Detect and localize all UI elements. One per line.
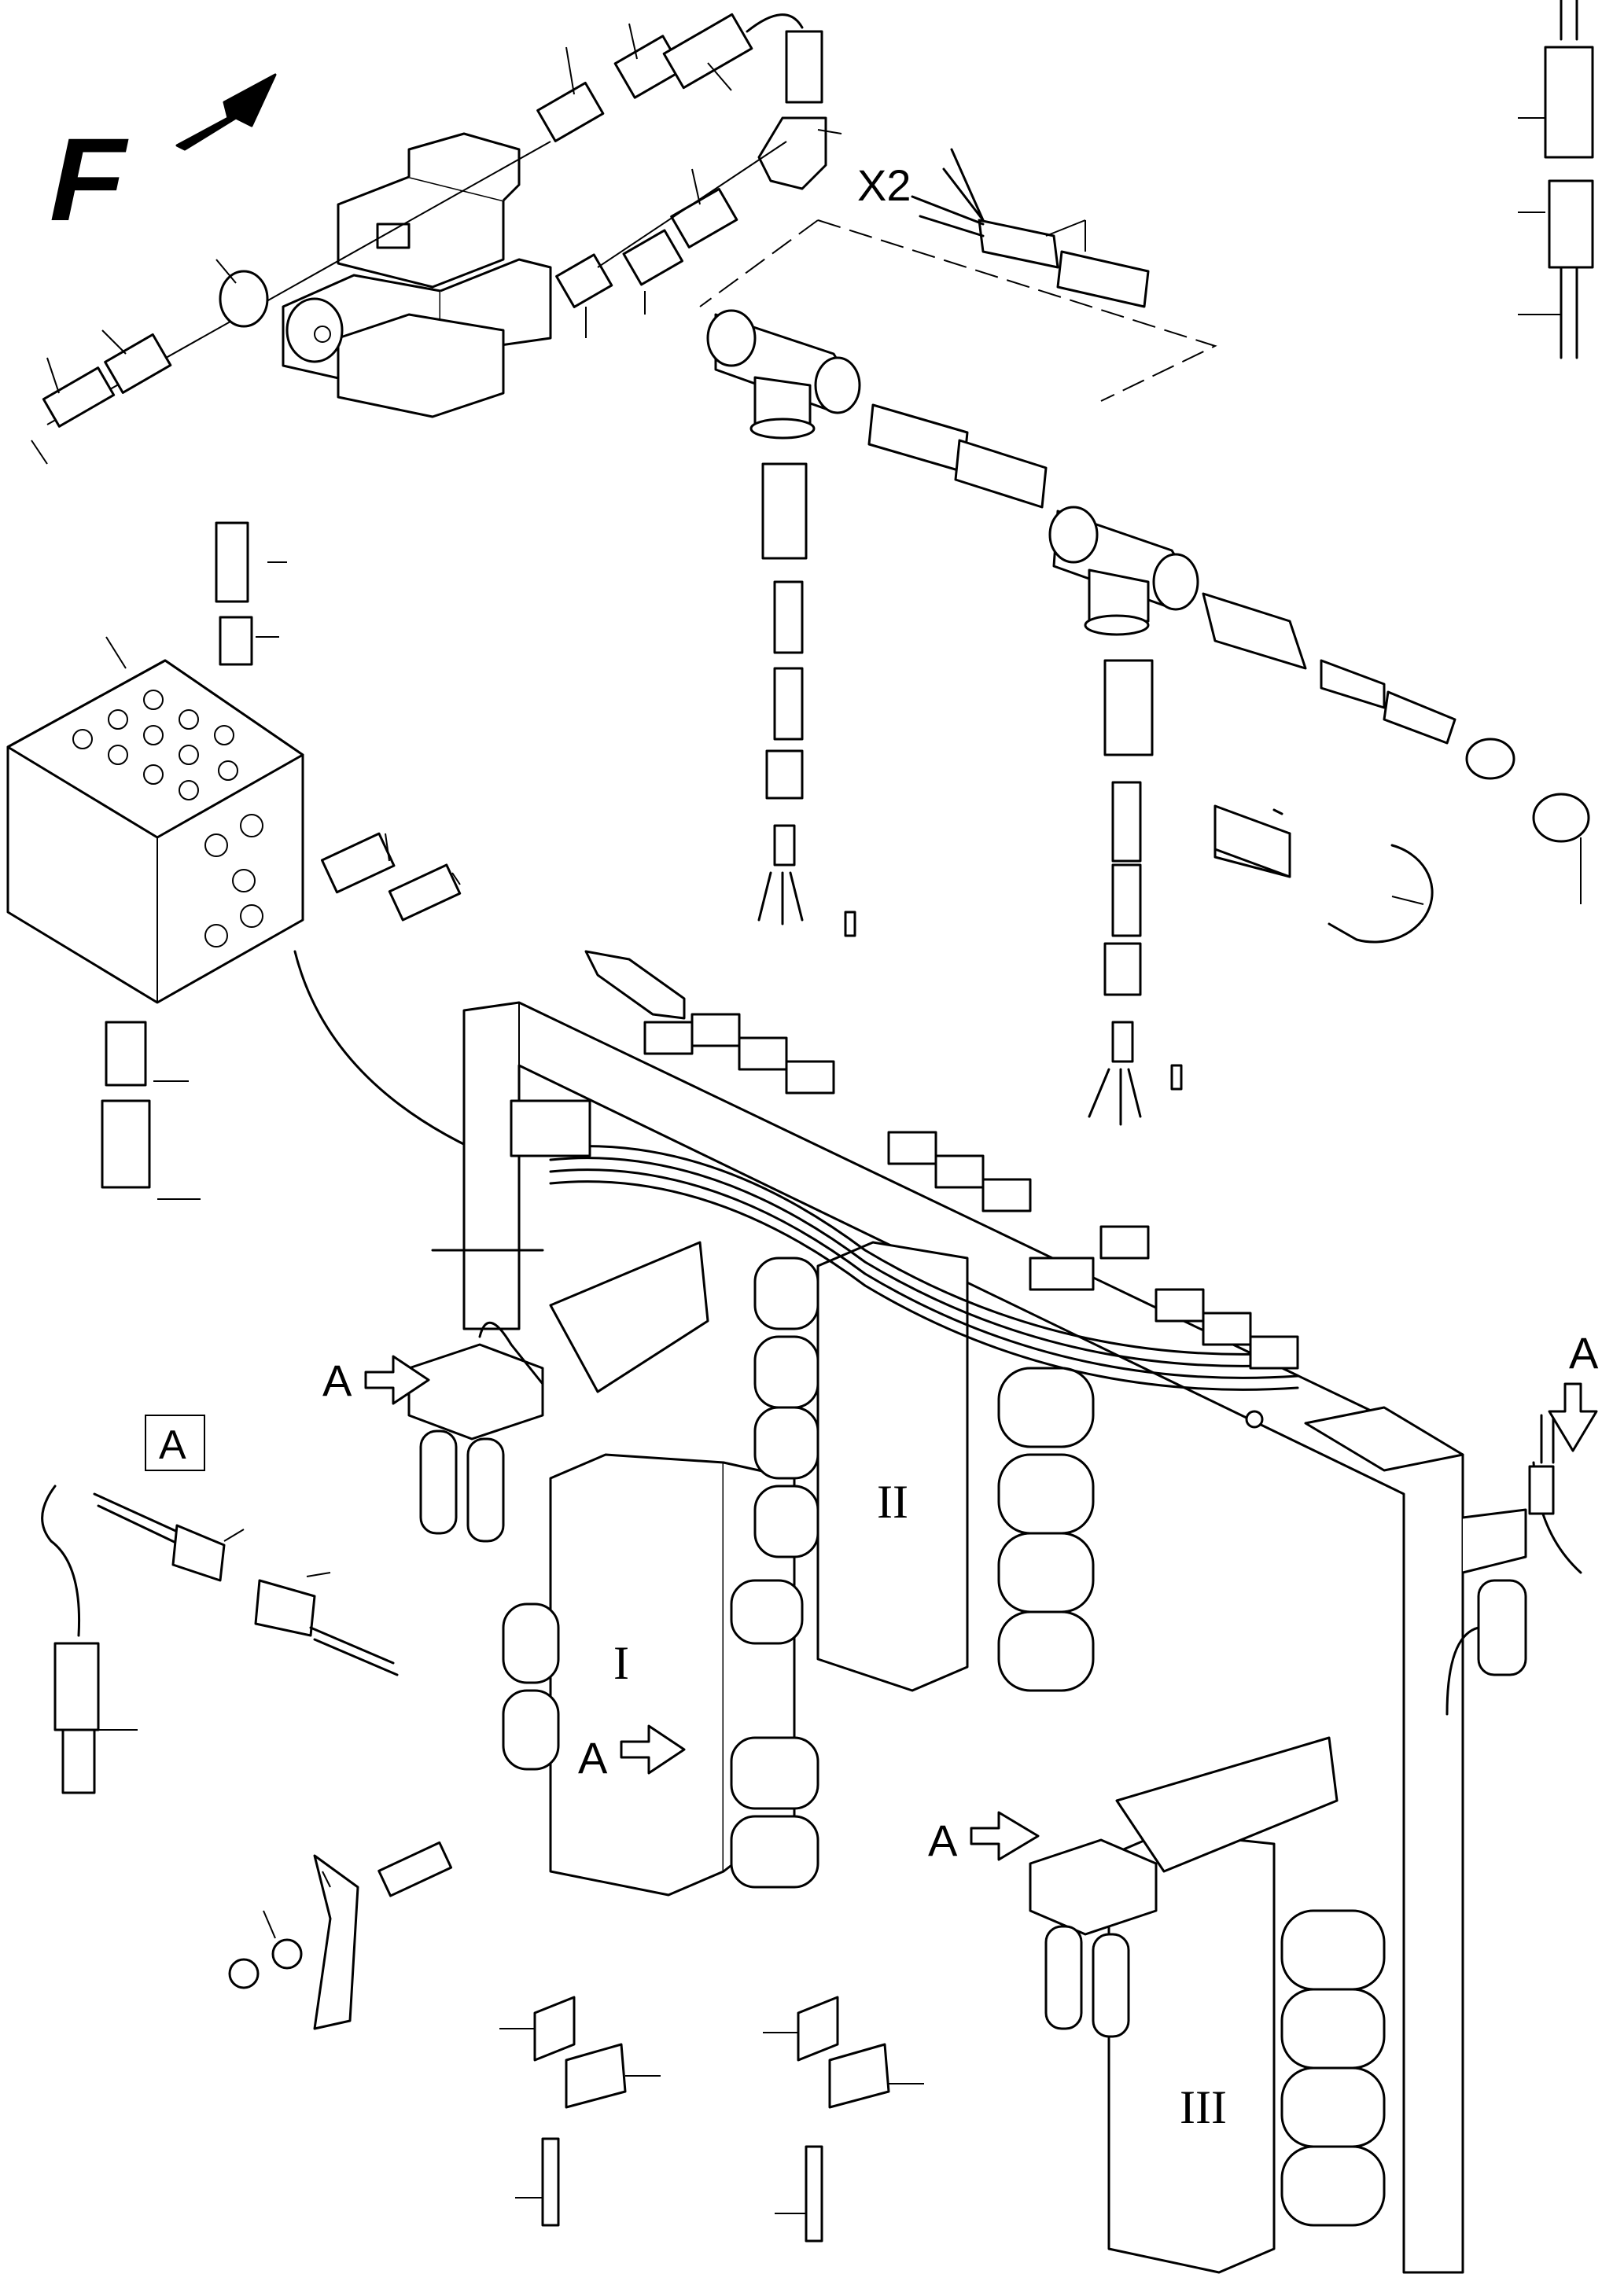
valve-block-2: II [753, 1241, 1095, 1692]
pointer-arrow-icon [364, 1355, 430, 1405]
distribution-block [6, 521, 509, 1200]
valve-block-1-label: I [613, 1637, 629, 1689]
valve-block-3-label: III [1180, 2081, 1227, 2133]
detail-a-box-label: A [159, 1422, 186, 1468]
leader-lines-top [31, 23, 842, 465]
valve-block-1: I [407, 1241, 819, 1897]
svg-text:A: A [928, 1816, 958, 1865]
wire-harness [510, 950, 1299, 1429]
pipe-clamp-left [499, 1996, 661, 2227]
direction-indicator: F [39, 73, 277, 246]
valve-block-2-label: II [877, 1476, 908, 1528]
solenoid-valve-assembly [46, 132, 552, 425]
forward-arrow-icon [175, 73, 277, 151]
pointer-arrow-icon [620, 1724, 686, 1775]
a-ref-right: A [1548, 1328, 1599, 1452]
detail-a-box [145, 1415, 205, 1471]
x2-cable-group: X2 [699, 148, 1217, 402]
svg-text:A: A [1569, 1328, 1599, 1378]
detail-a-inset: A [41, 1415, 399, 1794]
pointer-arrow-icon [1548, 1382, 1598, 1452]
tee-hose-assembly-left [706, 309, 1048, 937]
tape-and-cable-tie [1213, 804, 1291, 878]
direction-letter: F [39, 115, 138, 246]
svg-text:A: A [322, 1356, 352, 1405]
mounting-hardware [228, 1841, 924, 2243]
tee-hose-assembly-right [1048, 506, 1590, 1126]
connector-pair-top-right [1518, 0, 1594, 359]
detail-a-reference-markers: A A A A [322, 1328, 1599, 1865]
right-sensor-assembly [1304, 1406, 1582, 1716]
a-ref-upper-left: A [322, 1355, 430, 1405]
valve-block-3: III [1029, 1736, 1386, 2274]
top-hose-fittings [42, 13, 827, 428]
a-ref-lower-center: A [928, 1811, 1040, 1865]
svg-text:A: A [578, 1733, 608, 1783]
pipe-clamp-right [763, 1996, 924, 2243]
pointer-arrow-icon [970, 1811, 1040, 1861]
x2-label: X2 [857, 160, 911, 210]
a-ref-center: A [578, 1724, 686, 1783]
